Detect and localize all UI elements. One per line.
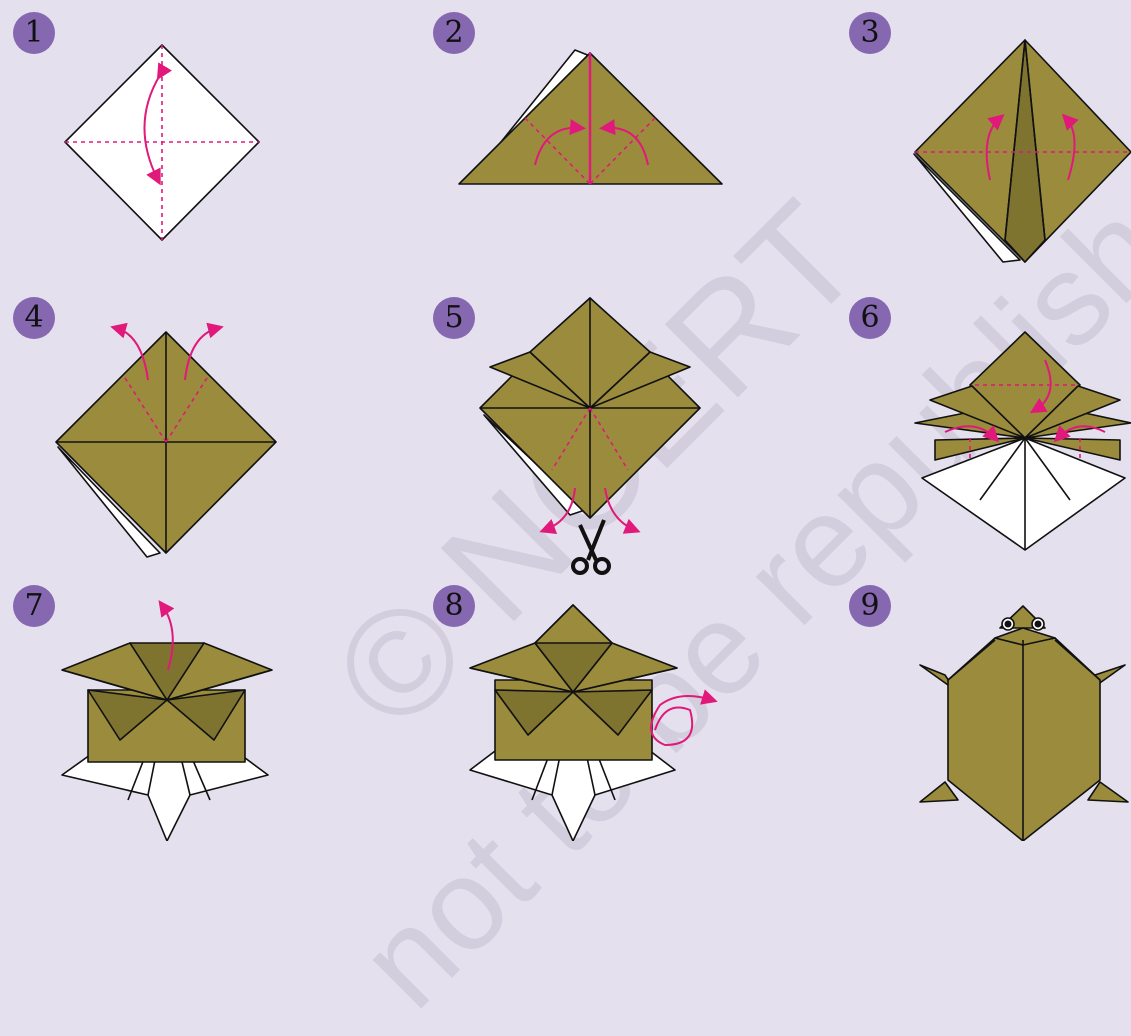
step-2-badge: 2 <box>433 12 475 54</box>
step-8-figure <box>470 605 712 841</box>
step-5-figure <box>480 298 700 573</box>
step-2-figure <box>459 50 722 184</box>
step-5-badge: 5 <box>433 297 475 339</box>
step-1-badge: 1 <box>13 12 55 54</box>
step-8-badge: 8 <box>433 585 475 627</box>
step-4-badge: 4 <box>13 297 55 339</box>
step-3-figure <box>914 40 1131 262</box>
step-3-badge: 3 <box>849 12 891 54</box>
step-1-figure <box>65 45 259 240</box>
step-4-figure <box>56 328 276 557</box>
scissors-icon <box>573 520 609 573</box>
step-6-badge: 6 <box>849 297 891 339</box>
step-6-figure <box>915 332 1131 550</box>
step-9-badge: 9 <box>849 585 891 627</box>
step-7-figure <box>62 605 272 841</box>
steps-svg <box>0 0 1131 841</box>
step-7-badge: 7 <box>13 585 55 627</box>
step-9-figure <box>920 606 1128 841</box>
origami-turtle-diagram: © NCERT not to be republished <box>0 0 1131 841</box>
